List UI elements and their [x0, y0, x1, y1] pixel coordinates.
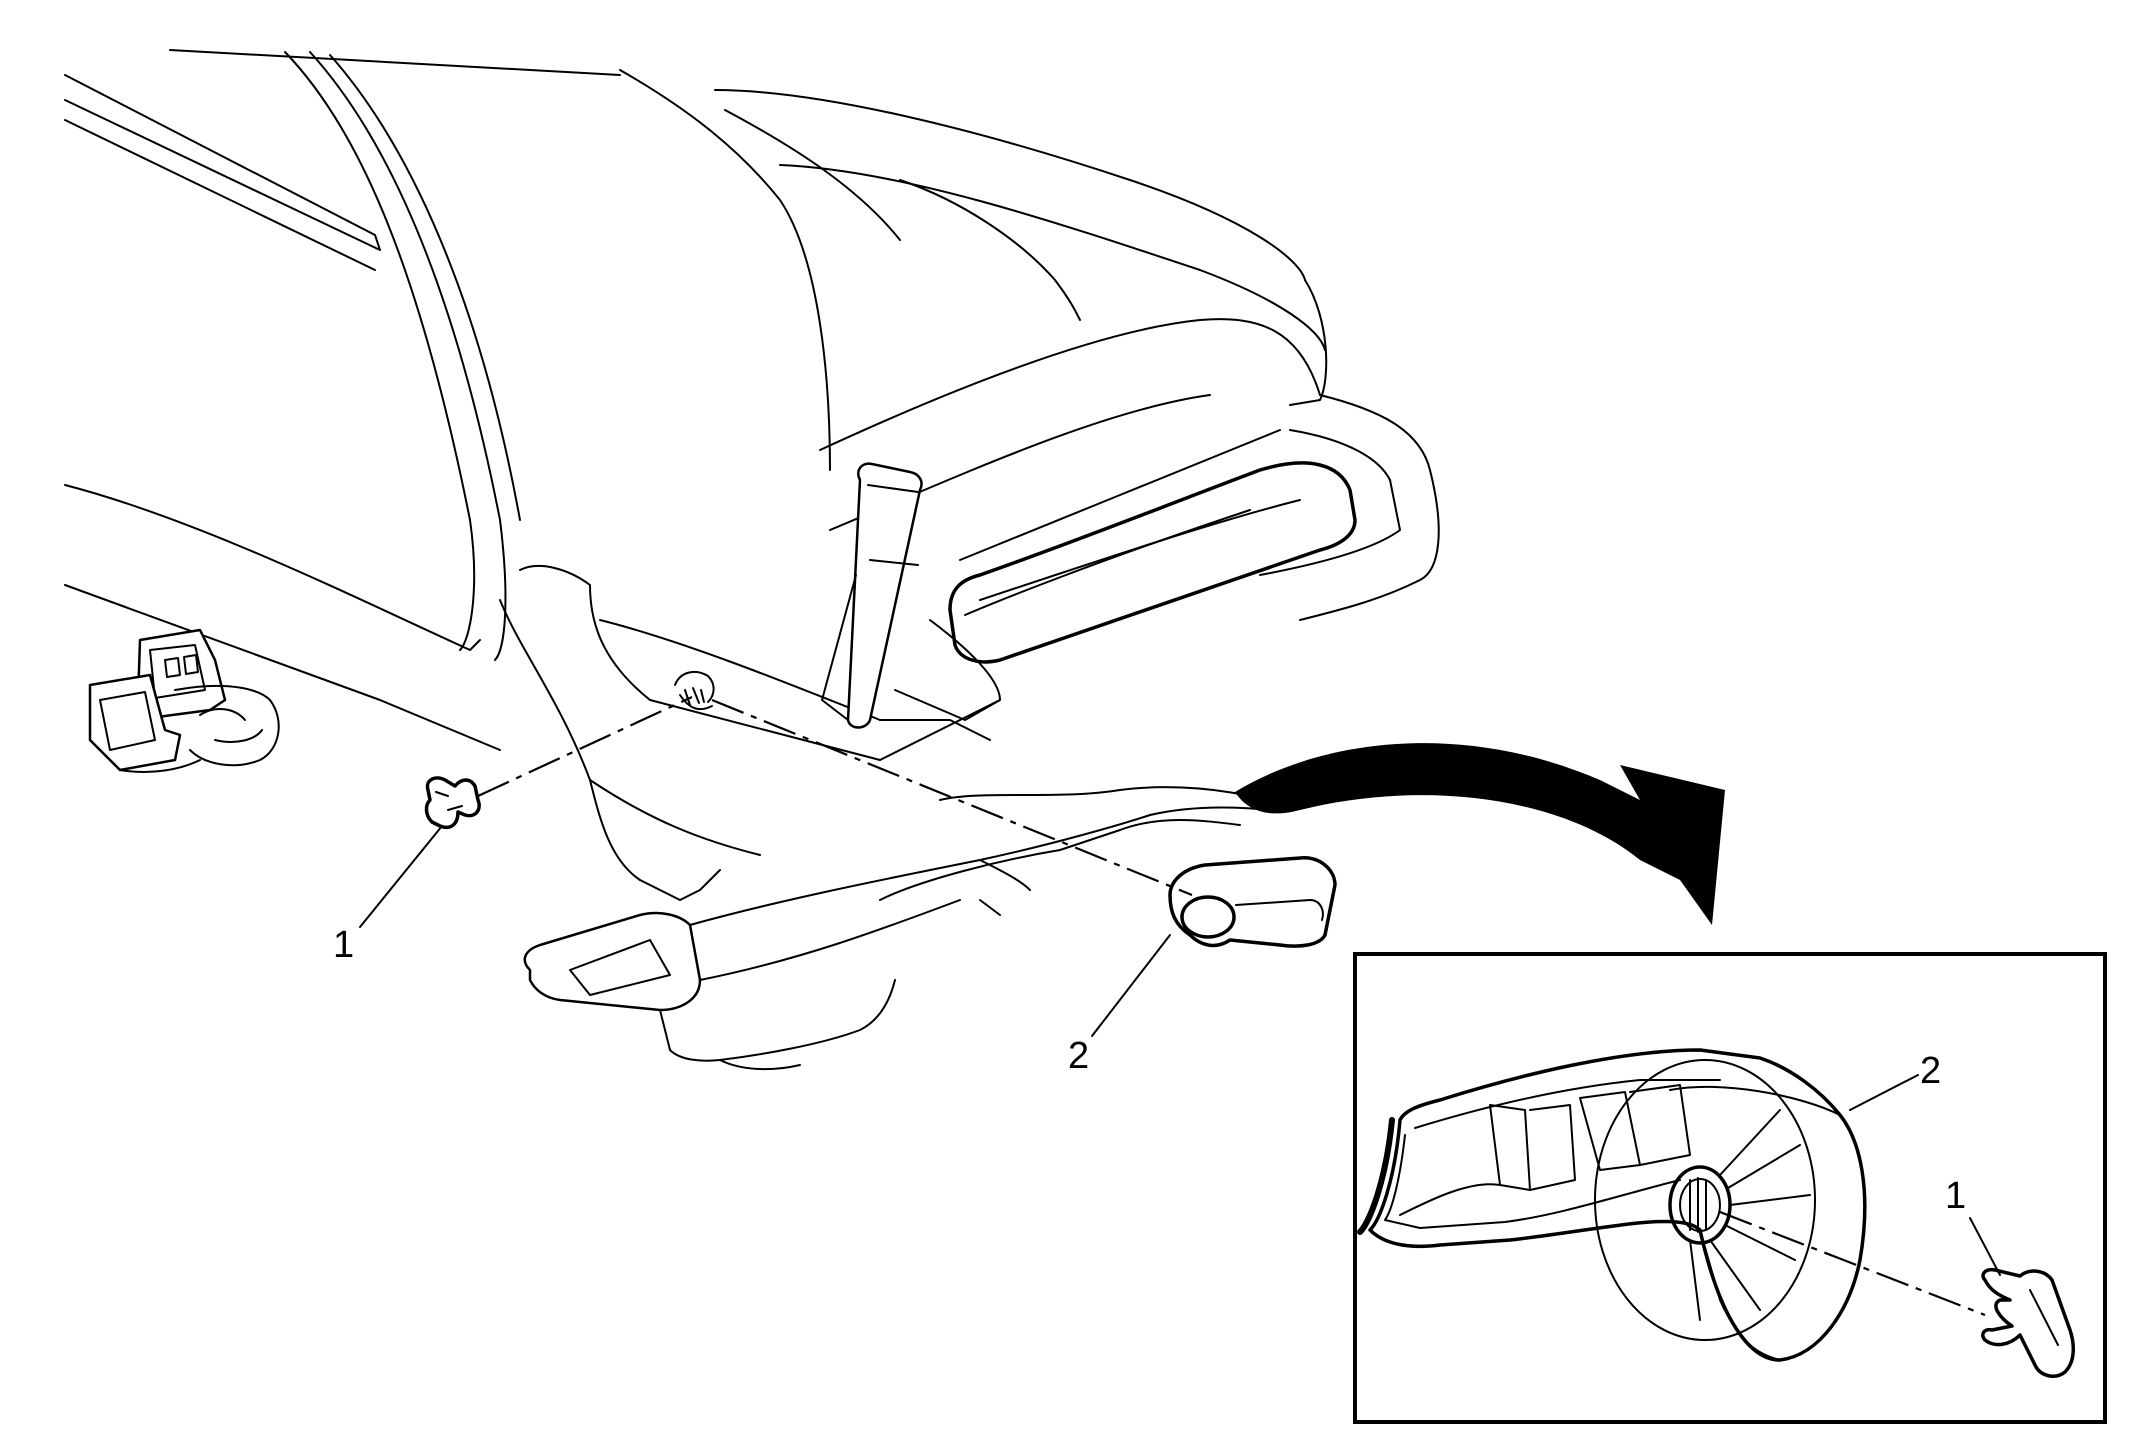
retaining-clip-main — [424, 776, 481, 830]
callout-label-2-main: 2 — [1068, 1035, 1089, 1077]
recliner-pivot-shaft — [674, 670, 715, 711]
detail-inset-box: 2 1 — [1353, 952, 2107, 1424]
retaining-clip-detail — [1981, 1267, 2076, 1378]
callout-label-1-main: 1 — [333, 924, 354, 966]
assembly-centerlines — [477, 696, 1193, 897]
callout-label-1-inset: 1 — [1945, 1175, 1966, 1217]
recliner-handle-detail — [1357, 1048, 1867, 1362]
callout-label-2-inset: 2 — [1920, 1050, 1941, 1092]
seat-base-and-track — [499, 565, 1291, 1071]
detail-view-arrow — [1235, 743, 1725, 925]
callout-leaders-main — [359, 825, 1171, 1037]
seat-side-trim-panel — [589, 394, 1440, 761]
seat-back — [64, 49, 621, 751]
seat-cushion — [619, 69, 1328, 531]
recliner-handle-main — [1168, 856, 1337, 948]
seat-hinge-bracket — [88, 628, 280, 773]
